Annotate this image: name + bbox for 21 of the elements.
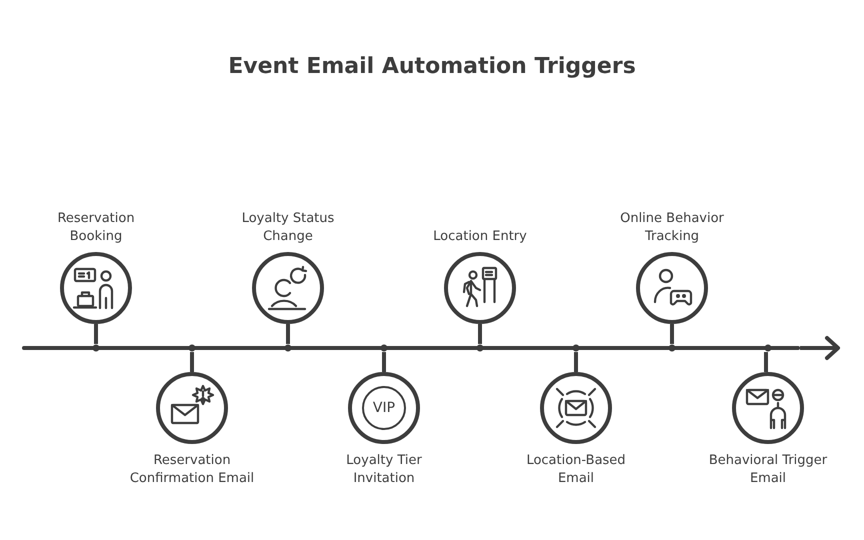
event-label: Reservation Confirmation Email (128, 452, 256, 488)
event-label: Loyalty Status Change (240, 210, 336, 246)
connector-line (190, 352, 194, 372)
event-label: Loyalty Tier Invitation (345, 452, 423, 488)
tier-label: VIP (372, 400, 396, 416)
diagram-title: Event Email Automation Triggers (227, 53, 637, 81)
connector-line (670, 324, 674, 344)
event-label: Online Behavior Tracking (619, 210, 725, 246)
vip-badge (362, 386, 406, 430)
timeline-arrow (800, 336, 840, 360)
event-label: Location Entry (432, 228, 528, 246)
connector-line (94, 324, 98, 344)
connector-line (382, 352, 386, 372)
event-label: Behavioral Trigger Email (708, 452, 828, 488)
connector-line (764, 352, 768, 372)
event-label: Location-Based Email (525, 452, 627, 488)
timeline-bar (22, 344, 800, 352)
event-label: Reservation Booking (56, 210, 136, 246)
connector-line (478, 324, 482, 344)
connector-line (286, 324, 290, 344)
connector-line (574, 352, 578, 372)
